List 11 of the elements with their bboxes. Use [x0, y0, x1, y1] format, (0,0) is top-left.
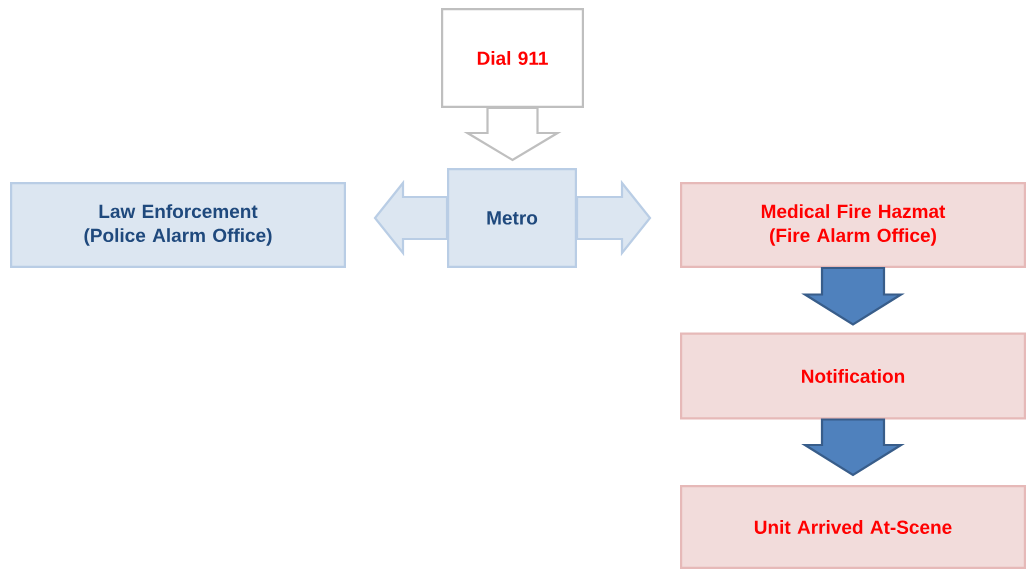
block-arrow	[801, 266, 905, 326]
block-arrow	[801, 418, 905, 477]
process-box: Metro	[447, 168, 577, 268]
block-arrow	[575, 179, 652, 257]
process-box: Law Enforcement (Police Alarm Office)	[10, 182, 346, 268]
block-arrow	[463, 106, 562, 162]
block-arrow	[373, 179, 449, 257]
call-box: Dial 911	[441, 8, 584, 108]
process-box: Notification	[680, 332, 1026, 420]
process-box: Medical Fire Hazmat (Fire Alarm Office)	[680, 182, 1026, 268]
process-box: Unit Arrived At-Scene	[680, 484, 1026, 569]
